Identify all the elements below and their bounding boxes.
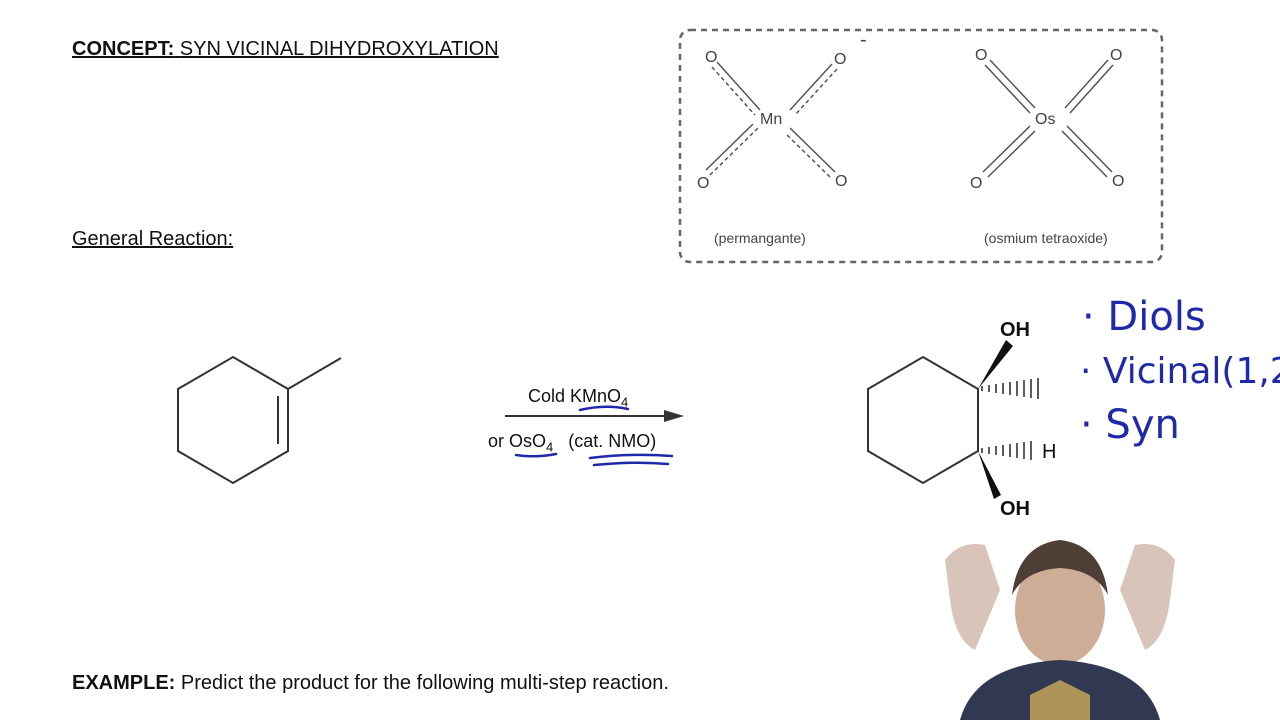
note-syn: · Syn	[1080, 402, 1180, 448]
reagent-oso4: OsO4	[509, 431, 554, 455]
concept-label: CONCEPT:	[72, 38, 175, 60]
o-label: O	[834, 51, 846, 68]
example-label: EXAMPLE:	[72, 672, 176, 694]
example-heading: EXAMPLE: Predict the product for the fol…	[72, 672, 669, 695]
note-vicinal: · Vicinal(1,2)	[1080, 351, 1280, 392]
reagent-kmno4: KMnO4	[570, 386, 629, 410]
example-text: Predict the product for the following mu…	[180, 672, 669, 694]
product-syn-diol: OH H OH	[867, 319, 1056, 520]
permanganate-structure: Mn O O O O - (permangante)	[697, 29, 867, 246]
reagent-structures-box	[678, 28, 1164, 264]
reaction-arrow	[505, 410, 684, 422]
handwritten-underlines	[514, 405, 674, 467]
osmium-caption: (osmium tetraoxide)	[984, 230, 1108, 246]
o-label: O	[970, 175, 982, 192]
h-label: H	[1042, 441, 1056, 463]
handwritten-notes: · Diols · Vicinal(1,2) · Syn	[1080, 294, 1280, 448]
concept-heading: CONCEPT: SYN VICINAL DIHYDROXYLATION	[72, 38, 499, 61]
o-label: O	[975, 47, 987, 64]
permanganate-caption: (permangante)	[714, 230, 806, 246]
o-label: O	[1110, 47, 1122, 64]
os-label: Os	[1035, 111, 1055, 128]
note-diols: · Diols	[1082, 294, 1206, 340]
oh-top-label: OH	[1000, 319, 1030, 341]
o-label: O	[697, 175, 709, 192]
oh-bottom-label: OH	[1000, 498, 1030, 520]
concept-title: SYN VICINAL DIHYDROXYLATION	[179, 38, 499, 60]
reagent-cold: Cold	[528, 386, 571, 406]
general-reaction-label: General Reaction:	[72, 228, 234, 250]
reagent-nmo: (cat. NMO)	[568, 431, 657, 451]
o-label: O	[835, 173, 847, 190]
reagent-or: or	[488, 431, 510, 451]
reagent-line-2: or OsO4 (cat. NMO)	[488, 431, 656, 455]
osmium-tetroxide-structure: Os O O O O (osmium tetraoxide)	[970, 47, 1124, 246]
reagent-line-1: Cold KMnO4	[528, 386, 628, 410]
charge-label: -	[860, 29, 867, 51]
o-label: O	[1112, 173, 1124, 190]
reactant-methylcyclohexene	[177, 355, 342, 485]
presenter-video-overlay	[945, 540, 1175, 720]
mn-label: Mn	[760, 111, 782, 128]
o-label: O	[705, 49, 717, 66]
